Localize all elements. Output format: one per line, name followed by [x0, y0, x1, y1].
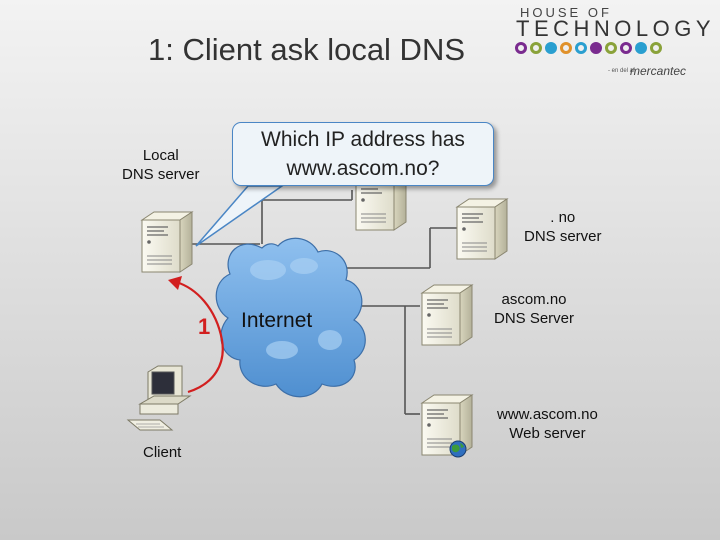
logo-byline: - en del af [608, 68, 635, 74]
query-arrow-head [168, 276, 182, 290]
no-dns-label-line1: . no [550, 209, 576, 226]
logo-dot [605, 42, 617, 54]
ascom-dns-server-icon [421, 284, 473, 346]
no-dns-label: . no DNS server [524, 208, 602, 246]
ascom-dns-label: ascom.no DNS Server [494, 290, 574, 328]
mercantec-logo: mercantec [630, 64, 687, 78]
callout-tail [195, 185, 285, 247]
internet-cloud [215, 237, 366, 398]
local-dns-label-line1: Local [142, 147, 179, 164]
logo-dot [650, 42, 662, 54]
logo-line2: TECHNOLOGY [516, 16, 716, 41]
callout-question: Which IP address has www.ascom.no? [232, 122, 494, 186]
logo-dot [545, 42, 557, 54]
web-server-label-line1: www.ascom.no [497, 406, 598, 423]
logo-dot [635, 42, 647, 54]
logo-line1: HOUSE OF [520, 5, 612, 20]
ascom-dns-label-line2: DNS Server [494, 310, 575, 327]
globe-icon [449, 440, 467, 458]
local-dns-label: Local DNS server [122, 146, 200, 184]
house-of-technology-logo: HOUSE OF TECHNOLOGY - en del af mercante… [512, 2, 718, 82]
no-dns-label-line2: DNS server [524, 228, 602, 245]
callout-line1: Which IP address has [261, 128, 465, 151]
logo-dot [530, 42, 542, 54]
query-arrow [175, 280, 224, 394]
logo-dots [515, 42, 662, 54]
logo-dot [575, 42, 587, 54]
client-computer-icon [126, 365, 192, 431]
web-server-label: www.ascom.no Web server [497, 405, 598, 443]
local-dns-label-line2: DNS server [122, 166, 200, 183]
slide-title: 1: Client ask local DNS [148, 32, 466, 67]
callout-line2: www.ascom.no? [286, 157, 440, 180]
no-dns-server-icon [456, 198, 508, 260]
logo-dot [515, 42, 527, 54]
internet-label: Internet [241, 309, 313, 332]
logo-dot [560, 42, 572, 54]
web-server-label-line2: Web server [509, 425, 586, 442]
logo-dot [590, 42, 602, 54]
logo-dot [620, 42, 632, 54]
local-dns-server-icon [141, 211, 193, 273]
ascom-dns-label-line1: ascom.no [501, 291, 567, 308]
client-label: Client [143, 444, 182, 461]
step-number: 1 [198, 314, 211, 339]
